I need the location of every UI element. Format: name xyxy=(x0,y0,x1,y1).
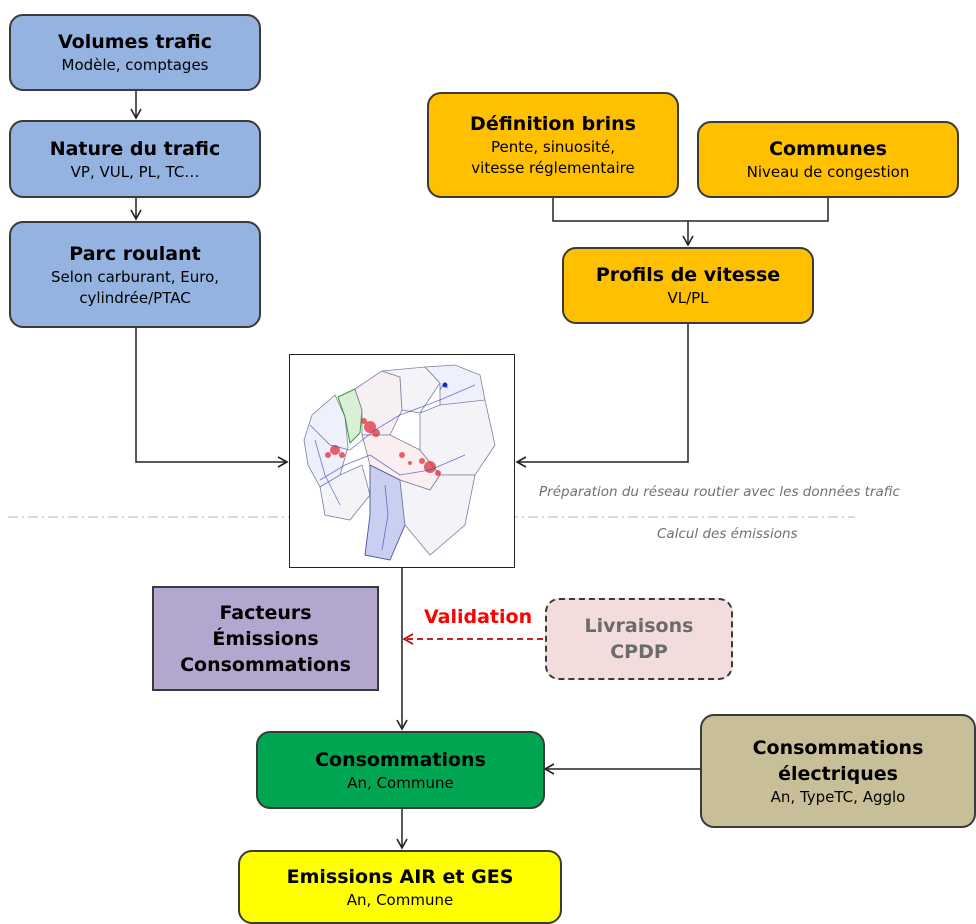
box-facteurs: Facteurs Émissions Consommations xyxy=(152,586,379,691)
box-line2: Émissions xyxy=(212,627,319,650)
box-profils-vitesse: Profils de vitesse VL/PL xyxy=(562,247,814,324)
box-subtitle-line1: Pente, sinuosité, xyxy=(491,138,615,156)
box-communes: Communes Niveau de congestion xyxy=(697,121,959,198)
box-parc-roulant: Parc roulant Selon carburant, Euro, cyli… xyxy=(9,221,261,328)
validation-label: Validation xyxy=(424,606,533,628)
box-subtitle-line2: cylindrée/PTAC xyxy=(79,288,191,307)
box-livraisons-cpdp: Livraisons CPDP xyxy=(545,598,733,680)
box-subtitle: VP, VUL, PL, TC… xyxy=(70,162,200,181)
box-line2: CPDP xyxy=(610,641,668,663)
box-title: Emissions AIR et GES xyxy=(286,865,514,888)
box-line3: Consommations xyxy=(180,653,351,676)
box-subtitle: Niveau de congestion xyxy=(746,163,910,181)
box-subtitle: An, Commune xyxy=(346,890,454,909)
road-network-map xyxy=(289,354,515,568)
box-emissions-air-ges: Emissions AIR et GES An, Commune xyxy=(238,850,562,924)
box-line1: Livraisons xyxy=(584,615,694,637)
box-title-line1: Consommations xyxy=(752,736,924,759)
box-title: Profils de vitesse xyxy=(595,264,781,286)
arrow-profils-map xyxy=(515,324,689,468)
box-consommations-electriques: Consommations électriques An, TypeTC, Ag… xyxy=(700,714,976,828)
box-nature-trafic: Nature du trafic VP, VUL, PL, TC… xyxy=(9,120,261,198)
box-title: Parc roulant xyxy=(69,242,201,265)
box-consommations: Consommations An, Commune xyxy=(256,731,545,809)
calcul-caption: Calcul des émissions xyxy=(657,526,798,542)
box-title: Nature du trafic xyxy=(49,137,221,160)
box-title-line2: électriques xyxy=(778,762,898,785)
box-subtitle-line1: Selon carburant, Euro, xyxy=(50,267,220,286)
box-subtitle: VL/PL xyxy=(667,289,709,307)
box-subtitle: An, Commune xyxy=(347,773,454,792)
box-title: Définition brins xyxy=(470,113,636,135)
box-volumes-trafic: Volumes trafic Modèle, comptages xyxy=(9,14,261,91)
box-subtitle-line2: vitesse réglementaire xyxy=(471,159,635,177)
box-subtitle: An, TypeTC, Agglo xyxy=(770,787,906,806)
preparation-caption: Préparation du réseau routier avec les d… xyxy=(539,484,900,500)
connector-definition-communes xyxy=(552,198,829,222)
arrow-parc-map xyxy=(135,328,289,468)
box-subtitle: Modèle, comptages xyxy=(61,56,209,74)
box-definition-brins: Définition brins Pente, sinuosité, vites… xyxy=(427,92,679,198)
box-title: Consommations xyxy=(315,748,486,771)
box-title: Volumes trafic xyxy=(58,31,212,53)
box-line1: Facteurs xyxy=(219,601,312,624)
box-title: Communes xyxy=(769,138,887,160)
region-map-icon xyxy=(303,364,496,561)
